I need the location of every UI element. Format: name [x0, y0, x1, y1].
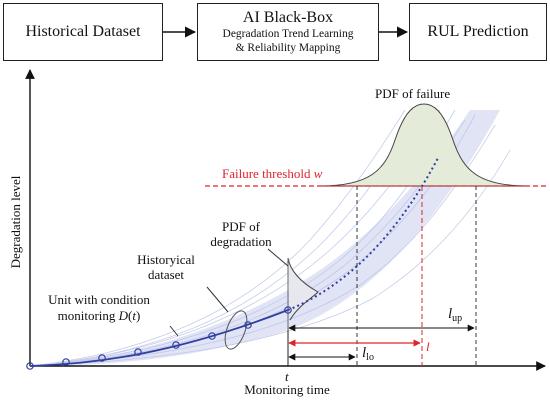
- ai-black-box-line1: Degradation Trend Learning: [222, 28, 354, 40]
- unit-label-paren-close: ): [136, 308, 140, 323]
- threshold-text: Failure threshold: [222, 166, 314, 181]
- threshold-label: Failure threshold w: [222, 166, 323, 181]
- observation-point: [172, 341, 180, 349]
- observation-points: [26, 306, 292, 370]
- y-axis-label: Degradation level: [8, 175, 23, 268]
- historical-dataset-label: Historical Dataset: [25, 23, 141, 40]
- l-up-label: lup: [448, 306, 462, 324]
- l-lo-main: l: [362, 345, 366, 361]
- observation-point: [134, 348, 142, 356]
- ai-black-box-title: AI Black-Box: [242, 9, 334, 26]
- degradation-uncertainty-band: [30, 110, 500, 366]
- pdf-degradation-label-2: degradation: [210, 234, 272, 249]
- historical-dataset-pointer: [206, 286, 229, 313]
- unit-label-2: monitoring D(t): [58, 308, 141, 323]
- observation-point: [98, 354, 106, 362]
- observation-point: [208, 332, 216, 340]
- failure-pdf-fill: [319, 103, 529, 187]
- threshold-var: w: [314, 166, 323, 181]
- unit-label-1: Unit with condition: [48, 292, 150, 307]
- historical-dataset-box: Historical Dataset: [3, 3, 163, 61]
- historical-dataset-label-2: dataset: [148, 267, 184, 282]
- unit-label-t: t: [132, 308, 136, 323]
- historical-dataset-ellipse: [224, 310, 248, 350]
- rul-prediction-box: RUL Prediction: [409, 3, 547, 61]
- historical-dataset-label-1: Historyical: [137, 252, 195, 267]
- unit-label-text: monitoring: [58, 308, 119, 323]
- pdf-degradation-label-1: PDF of: [222, 219, 261, 234]
- observation-point: [62, 358, 70, 366]
- l-up-sub: up: [452, 313, 462, 324]
- l-up-main: l: [448, 306, 452, 322]
- l-mid-label: l: [426, 339, 430, 354]
- unit-trajectory-observed: [29, 309, 289, 367]
- ai-black-box-line2: & Reliability Mapping: [235, 42, 341, 54]
- unit-label-var: D: [118, 308, 129, 323]
- observation-point: [26, 362, 34, 370]
- pdf-failure-label: PDF of failure: [375, 86, 450, 101]
- observation-point: [284, 306, 292, 314]
- unit-pointer: [169, 325, 179, 337]
- ai-black-box: AI Black-Box Degradation Trend Learning …: [197, 3, 379, 61]
- l-lo-sub: lo: [366, 352, 374, 363]
- rul-prediction-label: RUL Prediction: [427, 23, 529, 40]
- pdf-degradation-pointer: [267, 248, 289, 267]
- observation-point: [244, 321, 252, 329]
- unit-label-paren-open: (: [128, 308, 132, 323]
- degradation-pdf: [287, 257, 319, 321]
- x-axis-label: Monitoring time: [244, 382, 330, 397]
- l-lo-label: llo: [362, 345, 374, 363]
- current-time-label: t: [285, 369, 289, 384]
